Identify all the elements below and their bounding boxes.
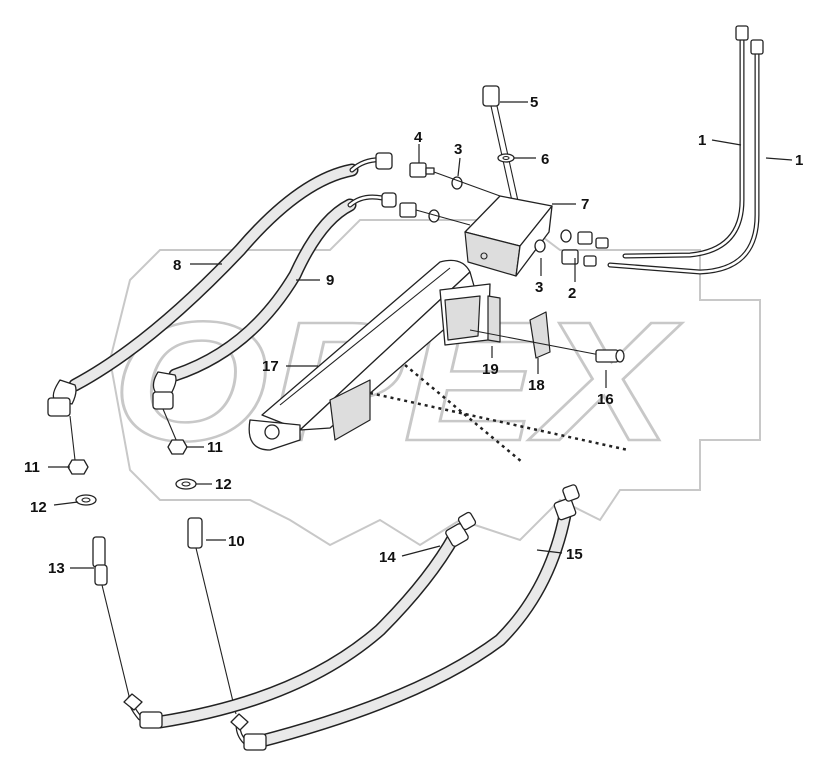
callout-6: 6 [541, 151, 549, 168]
callout-labels: 1 1 2 3 3 4 5 6 7 8 9 10 11 11 12 12 13 … [24, 94, 803, 577]
callout-8: 8 [173, 257, 181, 274]
callout-12-center: 12 [215, 476, 232, 493]
hose-14 [123, 511, 477, 729]
callout-16: 16 [597, 391, 614, 408]
dashed-line-15 [369, 391, 629, 452]
callout-17: 17 [262, 358, 279, 375]
fitting-2 [534, 229, 609, 267]
callout-5: 5 [530, 94, 538, 111]
callout-13: 13 [48, 560, 65, 577]
hydraulic-cylinder-17 [248, 259, 491, 451]
valve-block-7 [464, 195, 553, 277]
hose-1-pair [607, 25, 764, 275]
callout-9: 9 [326, 272, 334, 289]
callout-3-top: 3 [454, 141, 462, 158]
callout-7: 7 [581, 196, 589, 213]
dashed-line-14 [404, 364, 523, 463]
nut-11-left [67, 459, 89, 475]
hose-9 [152, 192, 397, 410]
plate-18 [529, 311, 551, 359]
callout-14: 14 [379, 549, 396, 566]
callout-12-left: 12 [30, 499, 47, 516]
washer-12-center [175, 478, 197, 490]
callout-1-right: 1 [795, 152, 803, 169]
callout-3-bottom: 3 [535, 279, 543, 296]
fitting-4 [409, 162, 435, 178]
washer-6 [497, 153, 515, 163]
callout-18: 18 [528, 377, 545, 394]
callout-1-left: 1 [698, 132, 706, 149]
hose-8 [47, 152, 393, 417]
callout-4: 4 [414, 129, 423, 146]
bolt-16 [595, 349, 625, 363]
nut-11-center [167, 439, 188, 455]
callout-15: 15 [566, 546, 583, 563]
fitting-13 [92, 536, 108, 586]
plate-19 [487, 295, 501, 343]
washer-12-left [75, 494, 97, 506]
callout-2: 2 [568, 285, 576, 302]
callout-19: 19 [482, 361, 499, 378]
callout-10: 10 [228, 533, 245, 550]
callout-11-center: 11 [207, 439, 223, 456]
callout-11-left: 11 [24, 459, 40, 476]
hose-15 [230, 484, 580, 751]
fitting-10 [187, 517, 203, 549]
